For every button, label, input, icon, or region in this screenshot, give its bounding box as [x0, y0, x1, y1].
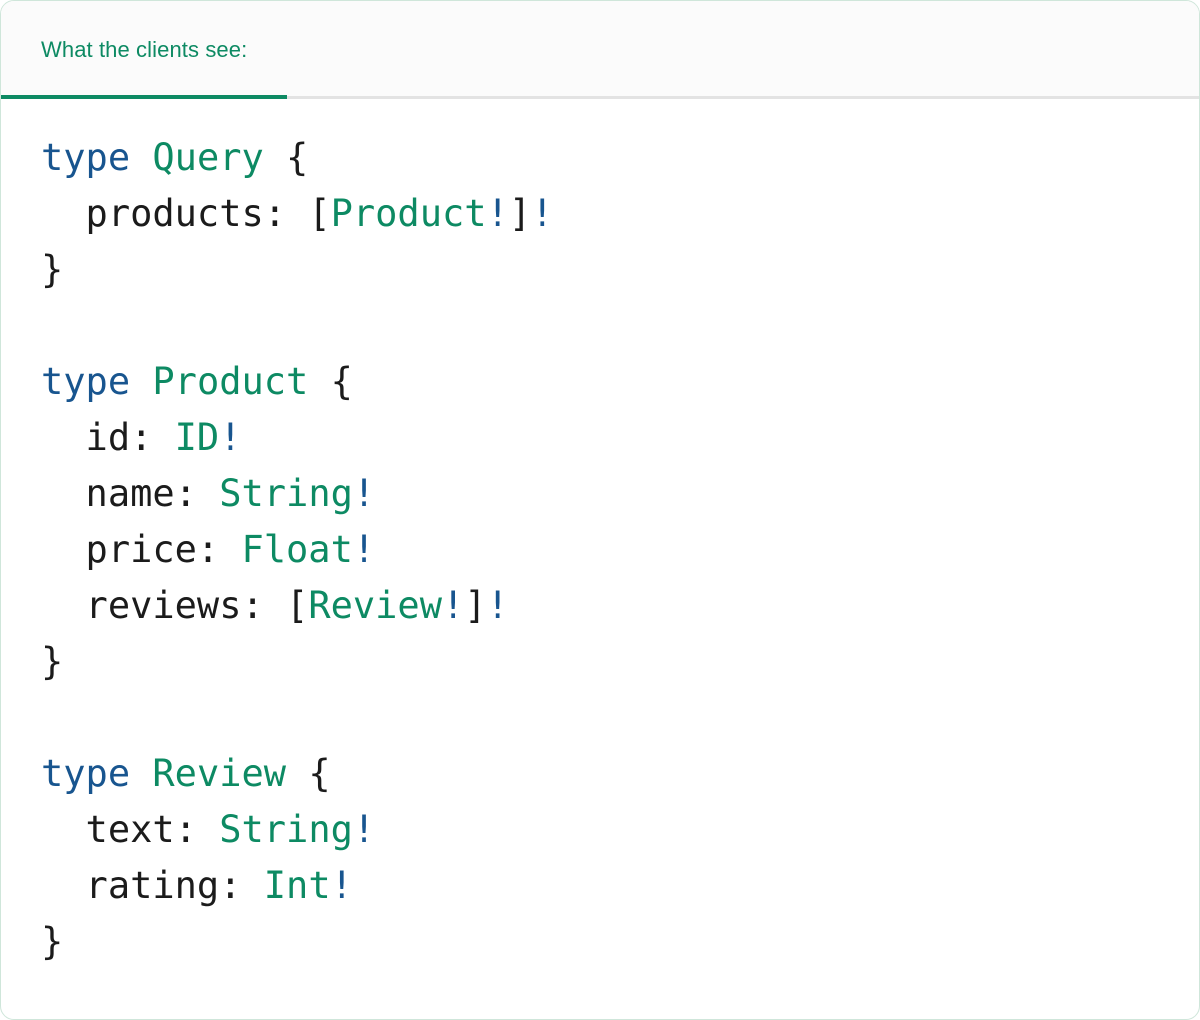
- code-token-kw: !: [352, 472, 376, 515]
- code-line: products: [Product!]!: [41, 186, 1199, 242]
- code-line: id: ID!: [41, 410, 1199, 466]
- tab-bar: What the clients see:: [1, 1, 1199, 99]
- code-token-kw: type: [41, 752, 131, 795]
- code-line: }: [41, 634, 1199, 690]
- code-token-punc: ]: [464, 584, 487, 627]
- code-token-kw: !: [330, 864, 353, 907]
- code-token-punc: {: [308, 360, 353, 403]
- code-token-type: Product: [152, 360, 309, 403]
- code-line: rating: Int!: [41, 858, 1199, 914]
- code-token-type: Query: [152, 136, 264, 179]
- code-token-type: Float: [241, 528, 353, 571]
- code-line: reviews: [Review!]!: [41, 578, 1199, 634]
- tab-label: What the clients see:: [41, 37, 248, 62]
- code-token-type: String: [219, 808, 353, 851]
- code-token-punc: ]: [508, 192, 532, 235]
- code-line: price: Float!: [41, 522, 1199, 578]
- code-line: name: String!: [41, 466, 1199, 522]
- code-token-type: Review: [152, 752, 287, 795]
- code-line: text: String!: [41, 802, 1199, 858]
- code-line: type Product {: [41, 354, 1199, 410]
- code-token-type: Product: [330, 192, 487, 235]
- code-token-type: Review: [308, 584, 442, 627]
- code-token-type: Int: [263, 864, 331, 907]
- code-token-punc: [: [308, 192, 331, 235]
- code-token-field: rating:: [41, 864, 264, 907]
- code-token-field: products:: [41, 192, 309, 235]
- code-line: }: [41, 242, 1199, 298]
- code-line: }: [41, 914, 1199, 970]
- code-token-field: id:: [41, 416, 175, 459]
- code-token-type: String: [219, 472, 353, 515]
- code-token-punc: {: [286, 752, 331, 795]
- code-token-field: price:: [41, 528, 242, 571]
- code-token-kw: !: [352, 528, 376, 571]
- tab-what-the-clients-see[interactable]: What the clients see:: [1, 1, 288, 99]
- code-line: [41, 690, 1199, 746]
- code-token-punc: }: [41, 248, 64, 291]
- code-token-kw: !: [441, 584, 465, 627]
- code-line: [41, 298, 1199, 354]
- code-token-kw: !: [531, 192, 554, 235]
- code-token-punc: [130, 360, 152, 403]
- code-token-kw: type: [41, 360, 131, 403]
- graphql-schema-code[interactable]: type Query { products: [Product!]!} type…: [41, 130, 1199, 970]
- code-token-punc: {: [263, 136, 309, 179]
- code-token-kw: !: [352, 808, 376, 851]
- code-token-field: name:: [41, 472, 220, 515]
- code-token-punc: }: [41, 640, 64, 683]
- code-token-kw: !: [486, 584, 509, 627]
- code-token-punc: }: [41, 920, 64, 963]
- code-token-punc: [130, 136, 152, 179]
- code-token-kw: type: [41, 136, 131, 179]
- code-token-field: reviews:: [41, 584, 287, 627]
- code-token-kw: !: [486, 192, 509, 235]
- code-token-type: ID: [174, 416, 220, 459]
- code-line: type Query {: [41, 130, 1199, 186]
- code-token-punc: [130, 752, 152, 795]
- code-area: type Query { products: [Product!]!} type…: [1, 99, 1199, 970]
- code-token-field: text:: [41, 808, 220, 851]
- code-token-kw: !: [219, 416, 242, 459]
- code-line: type Review {: [41, 746, 1199, 802]
- code-token-punc: [: [286, 584, 309, 627]
